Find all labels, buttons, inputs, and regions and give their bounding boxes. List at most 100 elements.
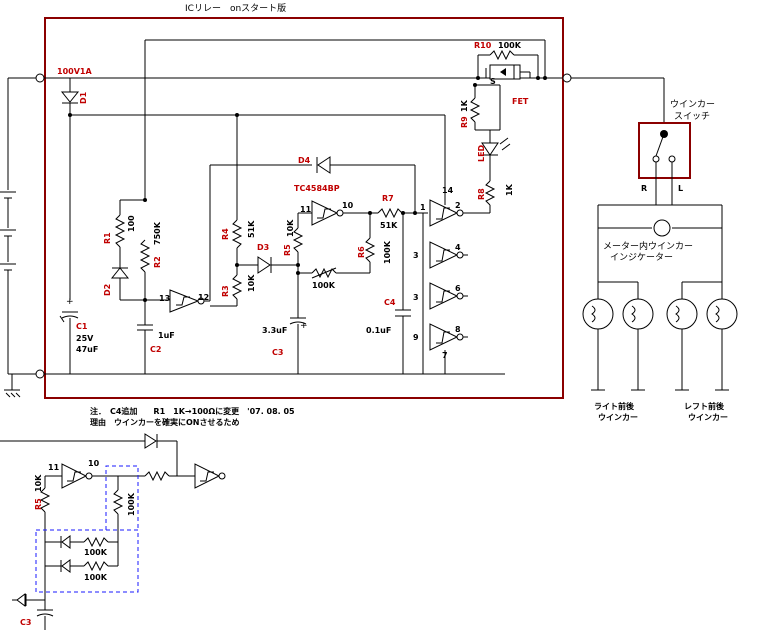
right-lamp-label-1: ライト前後 [594, 401, 635, 411]
indicator-label-1: メーター内ウインカー [603, 240, 693, 252]
r2-value: 750K [153, 221, 162, 245]
c3-label: C3 [272, 348, 283, 357]
svg-text:+: + [300, 321, 308, 331]
switch-title-2: スイッチ [674, 111, 710, 122]
left-lamp-label-1: レフト前後 [684, 401, 725, 411]
r100k-mid-value: 100K [312, 281, 336, 290]
inset-r5-label: R5 [34, 498, 43, 510]
diagram-title: ICリレー onスタート版 [185, 2, 286, 14]
battery-symbol [0, 78, 16, 374]
switch-r-label: R [641, 184, 647, 193]
resistor-r4 [231, 115, 243, 265]
d3-label: D3 [257, 243, 269, 252]
diode-d2 [110, 267, 145, 301]
pin-10: 10 [342, 201, 354, 210]
pin-3b: 3 [413, 293, 419, 302]
indicator-bulb [653, 219, 671, 237]
r2-label: R2 [153, 256, 162, 268]
capacitor-c3 [289, 317, 307, 374]
top-rail [8, 73, 665, 130]
svg-text:+: + [66, 297, 74, 307]
c1-label: C1 [76, 322, 88, 331]
resistor-r2 [139, 239, 151, 325]
r7-value: 51K [380, 221, 398, 230]
winker-switch [638, 122, 691, 205]
d2-label: D2 [103, 284, 112, 296]
r1-value: 100 [127, 215, 136, 232]
inset-r100k-a: 100K [127, 492, 136, 516]
c4-value: 0.1uF [366, 326, 391, 335]
pin-14: 14 [442, 186, 454, 195]
lamp-right-front [582, 298, 614, 330]
capacitor-c4 [395, 213, 411, 374]
schmitt-gate-13-12 [169, 289, 210, 313]
lamp-right-rear [622, 298, 654, 330]
lamp-grounds [591, 329, 729, 391]
r10-label: R10 [474, 41, 492, 50]
r5-label: R5 [283, 244, 292, 256]
board-outline [44, 17, 564, 399]
pin-11: 11 [300, 205, 312, 214]
fet-label: FET [512, 97, 529, 106]
buffer-gate-5-6 [429, 282, 468, 310]
r3-label: R3 [221, 285, 230, 297]
inset-detail [0, 433, 226, 630]
pin-4: 4 [455, 243, 461, 252]
r8-label: R8 [477, 188, 486, 200]
pin-6: 6 [455, 284, 461, 293]
r4-value: 51K [247, 220, 256, 238]
resistor-r1 [114, 199, 145, 268]
r9-value: 1K [460, 99, 469, 112]
buffer-gate-9-8 [429, 323, 468, 351]
diode-d3 [237, 256, 298, 274]
r7-label: R7 [382, 194, 394, 203]
diode-d4 [316, 156, 416, 213]
led-label: LED [477, 144, 486, 162]
resistor-r3 [210, 265, 243, 307]
lamp-left-front [666, 298, 698, 330]
resistor-r8 [484, 165, 496, 213]
ic-part-number: TC4584BP [294, 184, 340, 193]
c3-value: 3.3uF [262, 326, 287, 335]
r9-label: R9 [460, 116, 469, 128]
left-lamp-label-2: ウインカー [688, 413, 728, 422]
d1-label: D1 [79, 91, 88, 104]
r4-label: R4 [221, 228, 230, 240]
buffer-gate-1-2 [429, 199, 490, 227]
inset-pin-11: 11 [48, 463, 60, 472]
r6-value: 100K [383, 240, 392, 264]
fuse-label: 100V1A [57, 67, 92, 76]
c4-label: C4 [384, 298, 396, 307]
inset-r100k-c: 100K [84, 573, 108, 582]
c1-voltage: 25V [76, 334, 94, 343]
fet-source-pin: S [490, 77, 496, 86]
schmitt-gate-11-10 [298, 200, 370, 226]
pin-13: 13 [159, 294, 170, 303]
note-line-1: 注． C4追加 R1 1K→100Ωに変更 '07. 08. 05 [90, 406, 295, 416]
bottom-rail [4, 369, 505, 398]
r8-value: 1K [505, 183, 514, 196]
r1-label: R1 [103, 232, 112, 244]
capacitor-c1 [59, 311, 79, 374]
diode-d1 [60, 78, 80, 300]
pin-9: 9 [413, 333, 419, 342]
resistor-r10 [477, 49, 539, 78]
r10-value: 100K [498, 41, 522, 50]
inset-r5-value: 10K [34, 474, 43, 492]
right-lamp-label-2: ウインカー [598, 413, 638, 422]
r3-value: 10K [247, 274, 256, 292]
note-line-2: 理由 ウインカーを確実にONさせるため [90, 417, 240, 427]
inset-r100k-b: 100K [84, 548, 108, 557]
r6-label: R6 [357, 246, 366, 258]
resistor-r9 [469, 85, 500, 131]
indicator-label-2: インジケーター [610, 252, 673, 263]
d4-label: D4 [298, 156, 311, 165]
pin-3a: 3 [413, 251, 419, 260]
r5-value: 10K [286, 219, 295, 237]
led-indicator [481, 130, 511, 165]
fet-transistor [485, 64, 531, 130]
resistor-100k-mid [298, 267, 370, 279]
lamp-left-rear [706, 298, 738, 330]
pin-8: 8 [455, 325, 461, 334]
